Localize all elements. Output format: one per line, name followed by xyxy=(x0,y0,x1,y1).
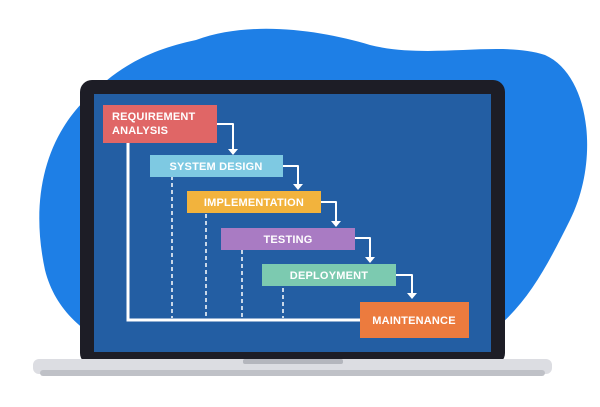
dashed-guides xyxy=(171,176,284,318)
stage-box xyxy=(103,105,217,143)
stage-box xyxy=(221,228,355,250)
stage-maintenance: MAINTENANCE xyxy=(360,302,469,338)
laptop-notch xyxy=(243,359,343,364)
stage-box xyxy=(187,191,321,213)
arrowhead-icon xyxy=(331,221,341,227)
main-connector-line xyxy=(126,142,360,322)
arrowhead-icon xyxy=(293,184,303,190)
stage-requirement-analysis: REQUIREMENT ANALYSIS xyxy=(103,105,217,143)
stage-testing: TESTING xyxy=(221,228,355,250)
arrowhead-icon xyxy=(228,149,238,155)
stage-label: MAINTENANCE xyxy=(372,315,455,327)
arrow-connector xyxy=(355,237,371,258)
stage-system-design: SYSTEM DESIGN xyxy=(150,155,283,177)
stage-label: SYSTEM DESIGN xyxy=(169,161,262,173)
arrow-connector xyxy=(321,201,337,222)
stage-deployment: DEPLOYMENT xyxy=(262,264,396,286)
arrowhead-icon xyxy=(365,257,375,263)
stage-box xyxy=(262,264,396,286)
arrow-connector xyxy=(396,274,413,294)
step-arrows xyxy=(217,123,413,294)
laptop-base-shadow xyxy=(40,370,545,376)
stage-label: IMPLEMENTATION xyxy=(204,197,304,209)
stage-label: DEPLOYMENT xyxy=(290,270,368,282)
arrowhead-icon xyxy=(407,293,417,299)
arrow-connector xyxy=(283,165,299,185)
stage-label: REQUIREMENT ANALYSIS xyxy=(112,111,199,137)
arrow-heads xyxy=(228,149,417,299)
arrow-connector xyxy=(217,123,234,150)
stage-box xyxy=(150,155,283,177)
stage-box xyxy=(360,302,469,338)
stage-label: TESTING xyxy=(263,234,312,246)
stage-implementation: IMPLEMENTATION xyxy=(187,191,321,213)
